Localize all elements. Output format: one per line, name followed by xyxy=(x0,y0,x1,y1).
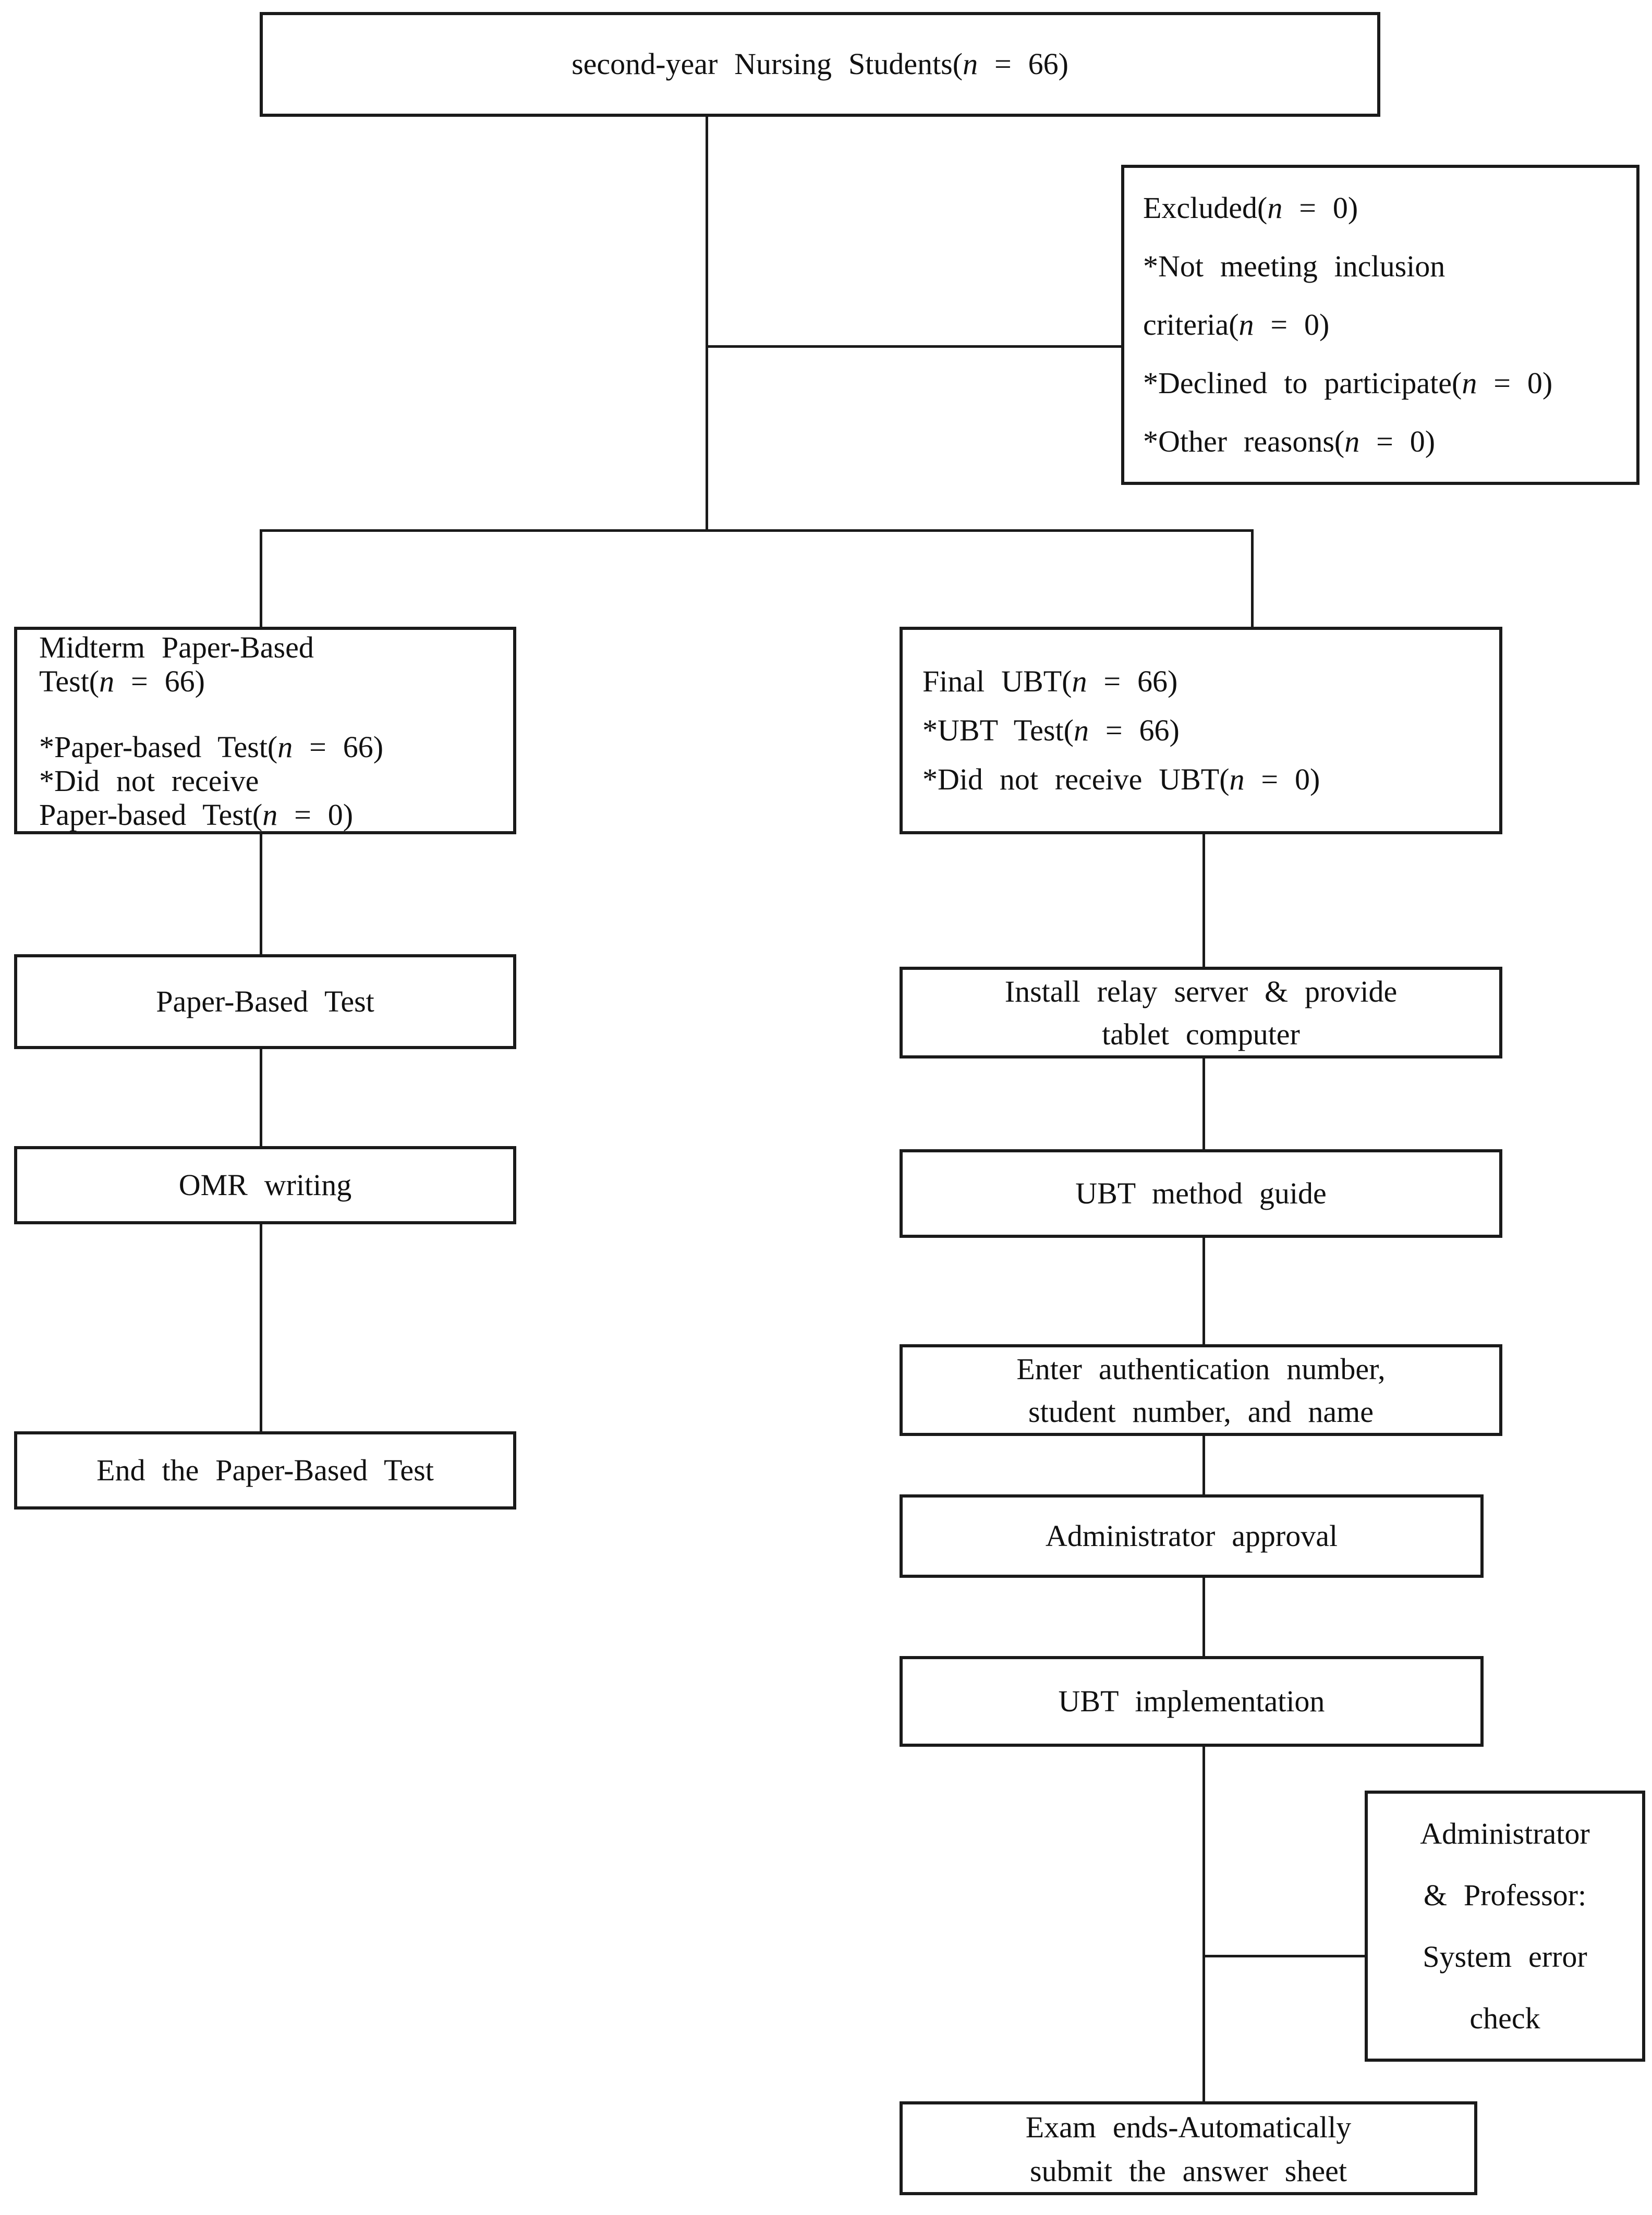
node-label: Paper-Based Test xyxy=(156,984,374,1018)
node-install-relay-server: Install relay server & provide tablet co… xyxy=(900,967,1502,1058)
node-label: End the Paper-Based Test xyxy=(96,1453,434,1487)
edge-paper-test-to-omr xyxy=(260,1049,262,1146)
edge-split-horizontal xyxy=(260,529,1254,532)
node-label: Administrator approval xyxy=(1045,1518,1338,1553)
node-label-line: check xyxy=(1469,2001,1540,2035)
node-label-line: *Paper-based Test(n = 66) xyxy=(39,729,384,764)
node-label-line: tablet computer xyxy=(1102,1017,1300,1051)
edge-to-sys-error-horizontal xyxy=(1202,1955,1367,1957)
edge-guide-to-enter-auth xyxy=(1202,1238,1205,1344)
node-label-line: *Other reasons(n = 0) xyxy=(1143,424,1436,458)
edge-split-to-midterm-vertical xyxy=(260,529,262,627)
node-label: UBT implementation xyxy=(1058,1684,1325,1718)
node-label-line: submit the answer sheet xyxy=(1030,2154,1347,2188)
node-label-line: student number, and name xyxy=(1028,1395,1374,1429)
node-label-line: *Declined to participate(n = 0) xyxy=(1143,366,1553,400)
edge-split-to-final-ubt-vertical xyxy=(1251,529,1254,627)
node-label-line: Excluded(n = 0) xyxy=(1143,191,1358,225)
edge-install-to-guide xyxy=(1202,1058,1205,1149)
edge-final-ubt-to-install xyxy=(1202,834,1205,967)
node-midterm-paper-based-test: Midterm Paper-Based Test(n = 66) *Paper-… xyxy=(14,627,516,834)
edge-omr-to-end-paper xyxy=(260,1224,262,1431)
edge-midterm-to-paper-test xyxy=(260,834,262,954)
node-label-line: *Not meeting inclusion xyxy=(1143,249,1446,283)
node-label-line: Final UBT(n = 66) xyxy=(922,664,1178,698)
node-label-line: *Did not receive xyxy=(39,763,259,798)
node-label-line: Install relay server & provide xyxy=(1004,975,1398,1008)
edge-to-excluded-horizontal xyxy=(706,345,1121,348)
edge-enter-auth-to-approval xyxy=(1202,1436,1205,1494)
node-second-year-students: second-year Nursing Students(n = 66) xyxy=(260,12,1380,117)
node-label-line: System error xyxy=(1423,1940,1587,1974)
node-label: OMR writing xyxy=(178,1167,352,1202)
node-ubt-implementation: UBT implementation xyxy=(900,1656,1484,1747)
node-paper-based-test: Paper-Based Test xyxy=(14,954,516,1049)
node-omr-writing: OMR writing xyxy=(14,1146,516,1224)
edge-impl-to-exam-end xyxy=(1202,1747,1205,2101)
node-label-line: Paper-based Test(n = 0) xyxy=(39,797,354,832)
edge-approval-to-impl xyxy=(1202,1578,1205,1656)
node-excluded: Excluded(n = 0) *Not meeting inclusion c… xyxy=(1121,165,1639,485)
node-exam-ends-auto-submit: Exam ends-Automatically submit the answe… xyxy=(900,2101,1477,2195)
node-final-ubt: Final UBT(n = 66) *UBT Test(n = 66) *Did… xyxy=(900,627,1502,834)
node-label-line: & Professor: xyxy=(1423,1878,1587,1912)
node-label-line: *Did not receive UBT(n = 0) xyxy=(922,762,1320,796)
node-label-line: Administrator xyxy=(1420,1817,1590,1851)
node-label: second-year Nursing Students(n = 66) xyxy=(572,47,1068,81)
node-administrator-approval: Administrator approval xyxy=(900,1494,1484,1578)
node-enter-authentication: Enter authentication number, student num… xyxy=(900,1344,1502,1436)
node-end-paper-based-test: End the Paper-Based Test xyxy=(14,1431,516,1510)
node-label-line: Enter authentication number, xyxy=(1016,1352,1386,1386)
node-ubt-method-guide: UBT method guide xyxy=(900,1149,1502,1238)
node-label-line: Test(n = 66) xyxy=(39,664,205,699)
node-label-line: *UBT Test(n = 66) xyxy=(922,713,1180,747)
node-label-line: criteria(n = 0) xyxy=(1143,308,1330,342)
node-system-error-check: Administrator & Professor: System error … xyxy=(1365,1791,1645,2062)
edge-top-to-split-vertical xyxy=(706,117,708,530)
node-label: UBT method guide xyxy=(1075,1176,1327,1210)
node-label-line: Midterm Paper-Based xyxy=(39,630,314,665)
node-label-line: Exam ends-Automatically xyxy=(1025,2110,1352,2144)
